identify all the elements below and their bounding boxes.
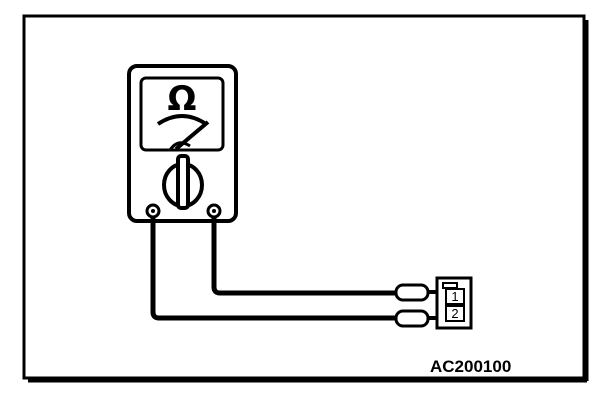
connector-latch bbox=[442, 282, 458, 289]
ohmmeter bbox=[127, 64, 238, 223]
connector: 1 2 bbox=[435, 276, 473, 330]
meter-scale-arc bbox=[156, 114, 208, 126]
connector-pin-2-cavity bbox=[445, 305, 465, 322]
connector-pin-1-cavity bbox=[445, 288, 465, 305]
test-lead-right bbox=[211, 217, 398, 296]
connector-pin-2-label: 2 bbox=[451, 306, 458, 321]
probe-lower bbox=[394, 309, 450, 328]
terminal-right-center bbox=[212, 209, 216, 213]
meter-needle-hub bbox=[168, 141, 191, 151]
figure-border bbox=[22, 14, 586, 380]
connector-pin-1-label: 1 bbox=[451, 289, 458, 304]
selector-knob-pointer bbox=[176, 154, 190, 210]
test-lead-left bbox=[150, 217, 398, 321]
figure-code: AC200100 bbox=[430, 357, 512, 376]
terminal-left-center bbox=[151, 209, 155, 213]
ohm-icon: Ω bbox=[168, 79, 197, 119]
meter-needle bbox=[174, 120, 210, 151]
